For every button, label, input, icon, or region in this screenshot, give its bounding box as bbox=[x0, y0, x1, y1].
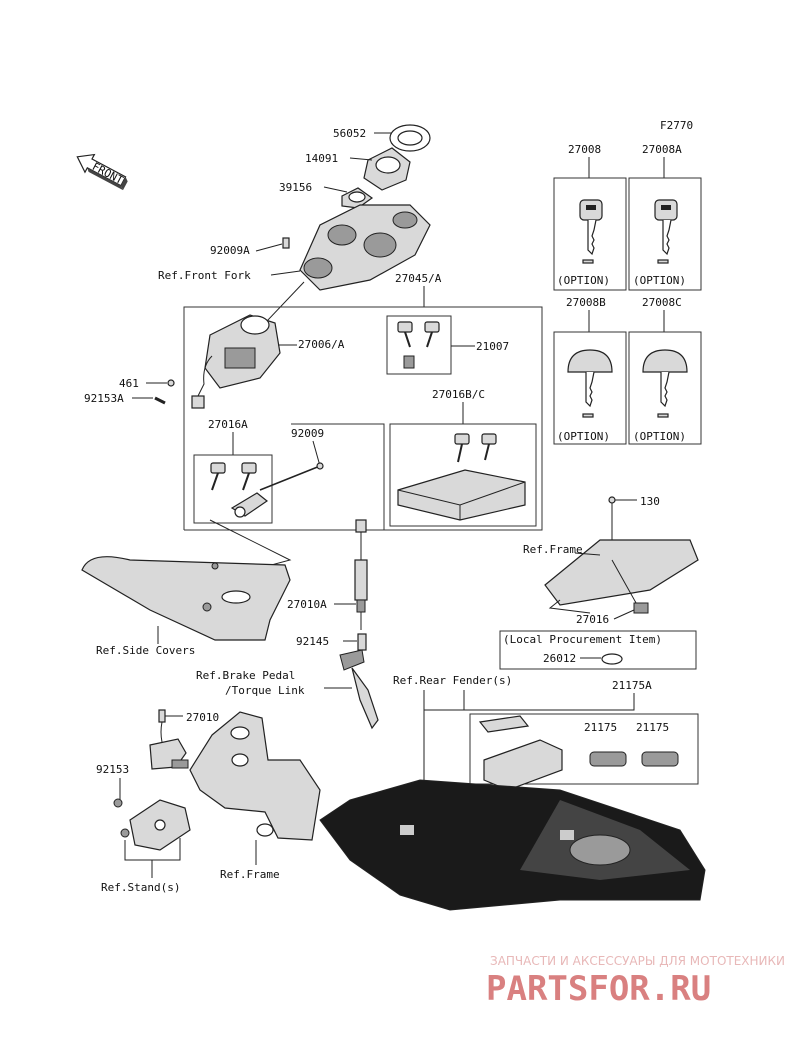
label-ref-stand: Ref.Stand(s) bbox=[101, 881, 180, 894]
label-27008c: 27008C bbox=[642, 296, 682, 309]
label-461: 461 bbox=[119, 377, 139, 390]
label-14091: 14091 bbox=[305, 152, 338, 165]
label-ref-frame-1: Ref.Frame bbox=[523, 543, 583, 556]
option-label-27008: (OPTION) bbox=[557, 274, 610, 287]
rear-fender bbox=[319, 779, 706, 911]
label-ref-frame-2: Ref.Frame bbox=[220, 868, 280, 881]
label-27008a: 27008A bbox=[642, 143, 682, 156]
switch-27010 bbox=[149, 709, 189, 770]
key-27008a-icon bbox=[654, 199, 678, 264]
label-92153a: 92153A bbox=[84, 392, 124, 405]
label-27008: 27008 bbox=[568, 143, 601, 156]
option-label-27008a: (OPTION) bbox=[633, 274, 686, 287]
label-27045a: 27045/A bbox=[395, 272, 442, 285]
lower-frame bbox=[189, 711, 321, 841]
label-27010a: 27010A bbox=[287, 598, 327, 611]
label-ref-brake-pedal: Ref.Brake Pedal bbox=[196, 669, 295, 682]
ignition-switch bbox=[191, 314, 281, 409]
key-27008-icon bbox=[579, 199, 603, 264]
side-cover bbox=[81, 556, 291, 641]
stand-bracket bbox=[120, 799, 191, 851]
switch-27010a bbox=[354, 519, 368, 651]
diagram-id: F2770 bbox=[660, 119, 693, 132]
label-27016bc: 27016B/C bbox=[432, 388, 485, 401]
label-21175a: 21175A bbox=[612, 679, 652, 692]
label-27008b: 27008B bbox=[566, 296, 606, 309]
label-92145: 92145 bbox=[296, 635, 329, 648]
fender-inserts bbox=[478, 715, 679, 791]
label-27010: 27010 bbox=[186, 711, 219, 724]
brake-pedal bbox=[339, 649, 379, 730]
key-27008c-icon bbox=[642, 349, 688, 418]
label-ref-rear-fender: Ref.Rear Fender(s) bbox=[393, 674, 512, 687]
local-procurement-label: (Local Procurement Item) bbox=[503, 633, 662, 646]
label-torque-link: /Torque Link bbox=[225, 684, 305, 697]
lock-unit-27016a bbox=[210, 462, 269, 518]
label-ref-front-fork: Ref.Front Fork bbox=[158, 269, 251, 282]
frame-right-part bbox=[544, 503, 699, 614]
front-arrow-icon: FRONT bbox=[76, 153, 128, 191]
label-ref-side-covers: Ref.Side Covers bbox=[96, 644, 195, 657]
label-92153: 92153 bbox=[96, 763, 129, 776]
label-21175-second: 21175 bbox=[636, 721, 669, 734]
front-label: FRONT bbox=[90, 160, 126, 187]
watermark-brand: PARTSFOR.RU bbox=[486, 969, 711, 1009]
label-21175-first: 21175 bbox=[584, 721, 617, 734]
label-26012: 26012 bbox=[543, 652, 576, 665]
key-27008b-icon bbox=[567, 349, 613, 418]
ecu-unit bbox=[397, 433, 526, 521]
label-27006a: 27006/A bbox=[298, 338, 345, 351]
label-27016: 27016 bbox=[576, 613, 609, 626]
label-92009: 92009 bbox=[291, 427, 324, 440]
label-27016a: 27016A bbox=[208, 418, 248, 431]
watermark-tagline: ЗАПЧАСТИ И АКСЕССУАРЫ ДЛЯ МОТОТЕХНИКИ bbox=[490, 954, 785, 968]
option-label-27008b: (OPTION) bbox=[557, 430, 610, 443]
option-label-27008c: (OPTION) bbox=[633, 430, 686, 443]
key-blanks-21007 bbox=[397, 321, 440, 369]
top-cap-parts bbox=[282, 124, 431, 291]
label-130: 130 bbox=[640, 495, 660, 508]
label-92009a: 92009A bbox=[210, 244, 250, 257]
label-39156: 39156 bbox=[279, 181, 312, 194]
label-21007: 21007 bbox=[476, 340, 509, 353]
label-56052: 56052 bbox=[333, 127, 366, 140]
